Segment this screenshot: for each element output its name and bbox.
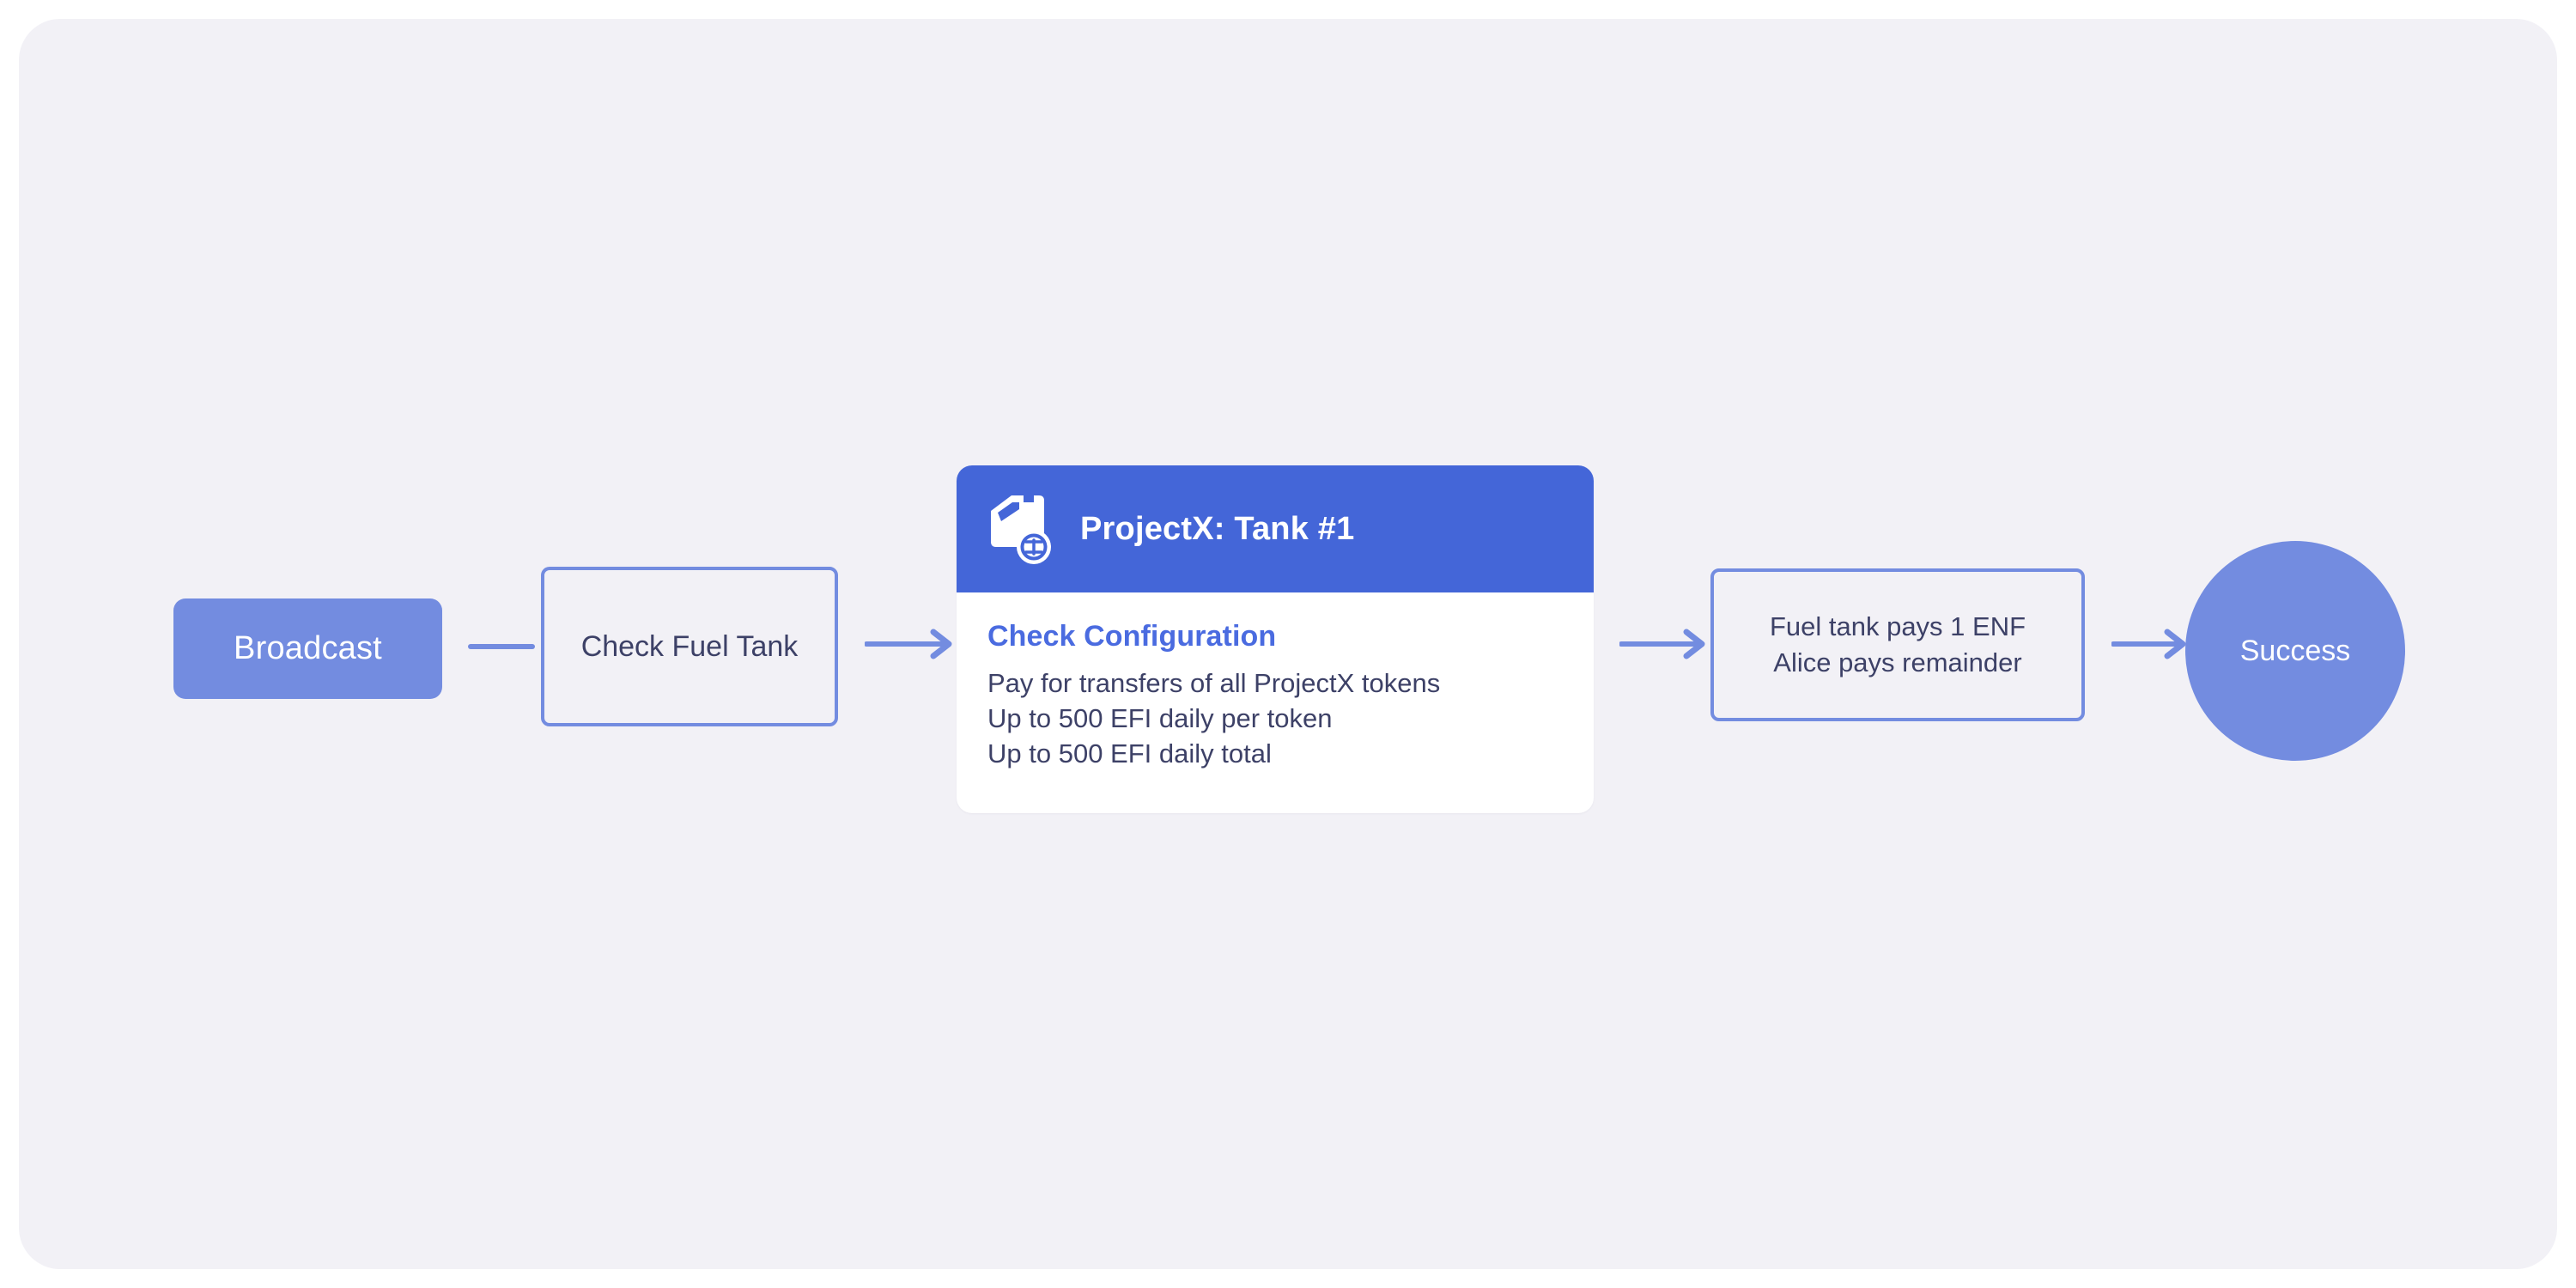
flow-diagram: Broadcast Check Fuel Tank [19,19,2557,1269]
diagram-canvas: Broadcast Check Fuel Tank [19,19,2557,1269]
connector-broadcast-to-check-fuel-tank [468,644,535,649]
node-fuel-tank-pays-line-2: Alice pays remainder [1773,647,2022,677]
node-fuel-tank-pays-line-1: Fuel tank pays 1 ENF [1769,611,2026,642]
card-body-line-1: Pay for transfers of all ProjectX tokens [987,668,1441,698]
node-fuel-tank-pays[interactable]: Fuel tank pays 1 ENF Alice pays remainde… [1710,568,2085,721]
fuel-can-token-icon [991,495,1051,564]
card-body: Check Configuration Pay for transfers of… [957,592,1594,813]
arrow-check-fuel-tank-to-card [865,629,952,659]
card-body-heading: Check Configuration [987,620,1277,653]
card-body-line-2: Up to 500 EFI daily per token [987,703,1333,734]
node-broadcast-label: Broadcast [234,630,382,666]
card-title: ProjectX: Tank #1 [1080,510,1355,547]
card-body-line-3: Up to 500 EFI daily total [987,738,1272,769]
node-broadcast[interactable]: Broadcast [173,598,442,699]
card-projectx-tank[interactable]: ProjectX: Tank #1 Check Configuration Pa… [957,465,1594,813]
arrow-pays-to-success [2111,629,2186,659]
node-success[interactable]: Success [2185,541,2405,761]
node-check-fuel-tank[interactable]: Check Fuel Tank [541,567,838,726]
node-success-label: Success [2239,634,2351,667]
card-header: ProjectX: Tank #1 [957,465,1594,592]
node-check-fuel-tank-label: Check Fuel Tank [580,629,799,663]
arrow-card-to-pays [1619,629,1705,659]
